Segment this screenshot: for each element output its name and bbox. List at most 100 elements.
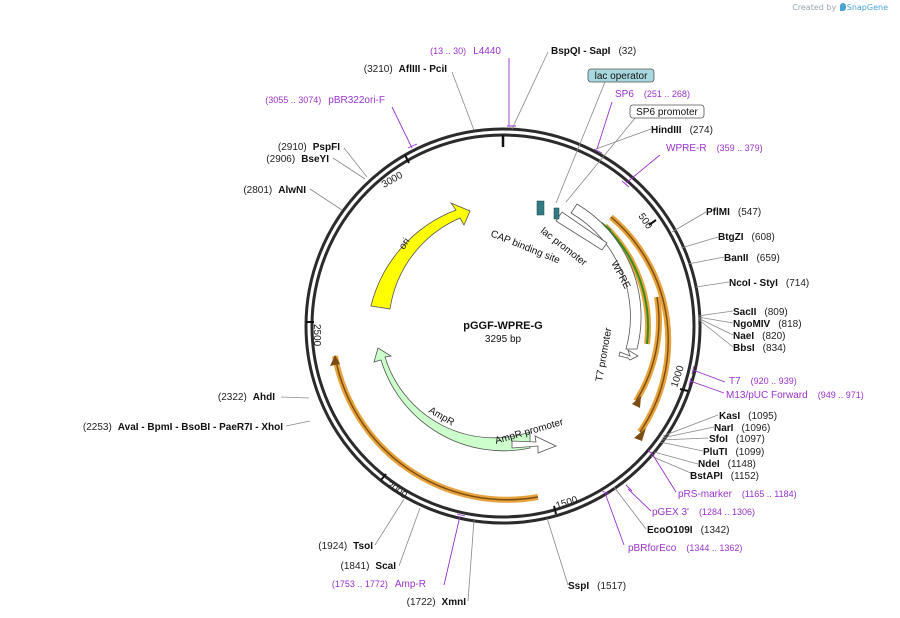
ampr-feature: [373, 347, 531, 452]
enzyme-name: NcoI - StyI: [729, 278, 778, 289]
enzyme-position: (818): [778, 319, 801, 330]
enzyme-kasi: KasI(1095): [719, 411, 777, 422]
primer-mark-amp-r: [443, 513, 466, 586]
enzyme-position: (274): [690, 125, 713, 136]
primer-name: pRS-marker: [678, 489, 733, 500]
tick-mark-2000: [380, 473, 387, 481]
ori-feature: [370, 202, 471, 310]
enzyme-name: AhdI: [253, 392, 275, 403]
leader-line-ncoi: [695, 281, 730, 288]
enzyme-sspi: SspI (1517): [568, 581, 626, 592]
enzyme-bstapi: BstAPI(1152): [690, 471, 759, 482]
leader-line-nari: [661, 426, 715, 439]
enzyme-ahdi: (2322) AhdI: [218, 392, 275, 403]
primer-name: M13/pUC Forward: [726, 390, 808, 401]
snapgene-logo-icon: [839, 3, 846, 11]
primer-range: (920 .. 939): [751, 376, 797, 386]
primer-amp-r: (1753 .. 1772)Amp-R: [332, 579, 426, 590]
leader-line-bbsi: [697, 318, 734, 348]
primer-range: (1165 .. 1184): [742, 489, 797, 499]
enzyme-position: (3210): [364, 64, 393, 75]
enzyme-pflmi: PflMI(547): [706, 207, 761, 218]
primer-range: (359 .. 379): [717, 143, 763, 153]
enzyme-name: PflMI: [706, 207, 730, 218]
enzyme-pluti: PluTI(1099): [703, 447, 764, 458]
primer-name: T7: [729, 376, 741, 387]
leader-line-bstapi: [650, 455, 694, 475]
primer-sp6: SP6(251 .. 268): [615, 89, 690, 100]
primer-name: pBR322ori-F: [328, 95, 385, 106]
ampr-promoter-feature: [511, 435, 558, 454]
enzyme-pspfi: (2910) PspFI: [278, 142, 340, 153]
tick-label-3000: 3000: [380, 170, 405, 191]
leader-lines: [280, 51, 734, 602]
enzyme-ncoi-styi: NcoI - StyI(714): [729, 278, 809, 289]
primer-name: WPRE-R: [666, 143, 707, 154]
t7-promoter-label: T7 promoter: [594, 326, 614, 382]
enzyme-position: (1096): [741, 423, 770, 434]
orf-arcs: [330, 214, 672, 503]
enzyme-name: AflIII - PciI: [399, 64, 448, 75]
enzyme-name: XmnI: [442, 597, 467, 608]
primer-mark-pbr322ori-f: [391, 106, 418, 149]
primer-lines: [391, 58, 726, 586]
snapgene-credit: Created by SnapGene: [792, 3, 888, 12]
tick-mark-500: [648, 219, 657, 226]
enzyme-name: NdeI: [698, 459, 720, 470]
enzyme-tsoi: (1924)TsoI: [318, 541, 373, 552]
orf-arc-green: [604, 225, 650, 345]
leader-line-sspi: [546, 517, 569, 586]
primer-l4440: (13 .. 30)L4440: [430, 46, 501, 57]
leader-line-ecoo109i: [613, 486, 647, 530]
enzyme-bspqi-sapi: BspQI - SapI(32): [551, 46, 636, 57]
enzyme-labels: BspQI - SapI(32) HindIII(274) PflMI(547)…: [83, 46, 809, 608]
ori-label: ori: [397, 236, 412, 251]
enzyme-name: TsoI: [353, 541, 373, 552]
leader-line-banii: [687, 256, 725, 265]
primer-wpre-r: WPRE-R (359 .. 379): [666, 143, 763, 154]
tick-mark-1000: [679, 388, 689, 392]
enzyme-position: (1841): [341, 561, 370, 572]
enzyme-name: PspFI: [313, 142, 340, 153]
primer-t7: T7 (920 .. 939): [729, 376, 797, 387]
tick-mark-1500: [553, 505, 557, 515]
sp6-promoter-box: [629, 104, 705, 119]
primer-range: (3055 .. 3074): [265, 95, 321, 105]
enzyme-name: SspI: [568, 581, 589, 592]
enzyme-hindiii: HindIII(274): [651, 125, 713, 136]
enzyme-name: AvaI - BpmI - BsoBI - PaeR7I - XhoI: [118, 422, 283, 433]
enzyme-name: BtgZI: [718, 232, 744, 243]
credit-prefix: Created by: [792, 3, 837, 12]
enzyme-position: (2801): [243, 185, 272, 196]
orf-arc-outer-core: [610, 216, 669, 433]
orf-arc-mid-arrowhead: [632, 396, 641, 408]
enzyme-name: EcoO109I: [647, 525, 693, 536]
enzyme-name: NgoMIV: [733, 319, 771, 330]
leader-line-pluti: [659, 441, 704, 452]
primer-range: (13 .. 30): [430, 46, 466, 56]
primer-range: (1753 .. 1772): [332, 579, 388, 589]
enzyme-name: ScaI: [375, 561, 396, 572]
primer-mark-t7: [691, 365, 726, 383]
primer-mark-sp6: [593, 101, 613, 154]
primer-m13-puc-forward: M13/pUC Forward(949 .. 971): [726, 390, 864, 401]
primer-range: (1284 .. 1306): [699, 507, 755, 517]
enzyme-position: (2910): [278, 142, 307, 153]
primer-mark-pbrforeco: [601, 490, 625, 546]
wpre-feature: [570, 203, 642, 350]
enzyme-bseyi: (2906)BseYI: [266, 154, 329, 165]
primer-mark-pgex-3: [625, 484, 652, 512]
enzyme-position: (1517): [597, 581, 626, 592]
enzyme-name: BspQI - SapI: [551, 46, 611, 57]
enzyme-xmni: (1722)XmnI: [407, 597, 467, 608]
enzyme-name: KasI: [719, 411, 740, 422]
enzyme-position: (2322): [218, 392, 247, 403]
enzyme-ngomiv: NgoMIV (818): [733, 319, 802, 330]
leader-line-bspqi: [511, 51, 549, 130]
enzyme-position: (1148): [728, 459, 756, 470]
primer-pgex-3: pGEX 3'(1284 .. 1306): [652, 507, 755, 518]
leader-line-xhoi: [285, 420, 311, 427]
enzyme-name: NaeI: [733, 331, 754, 342]
credit-brand: SnapGene: [846, 3, 888, 12]
